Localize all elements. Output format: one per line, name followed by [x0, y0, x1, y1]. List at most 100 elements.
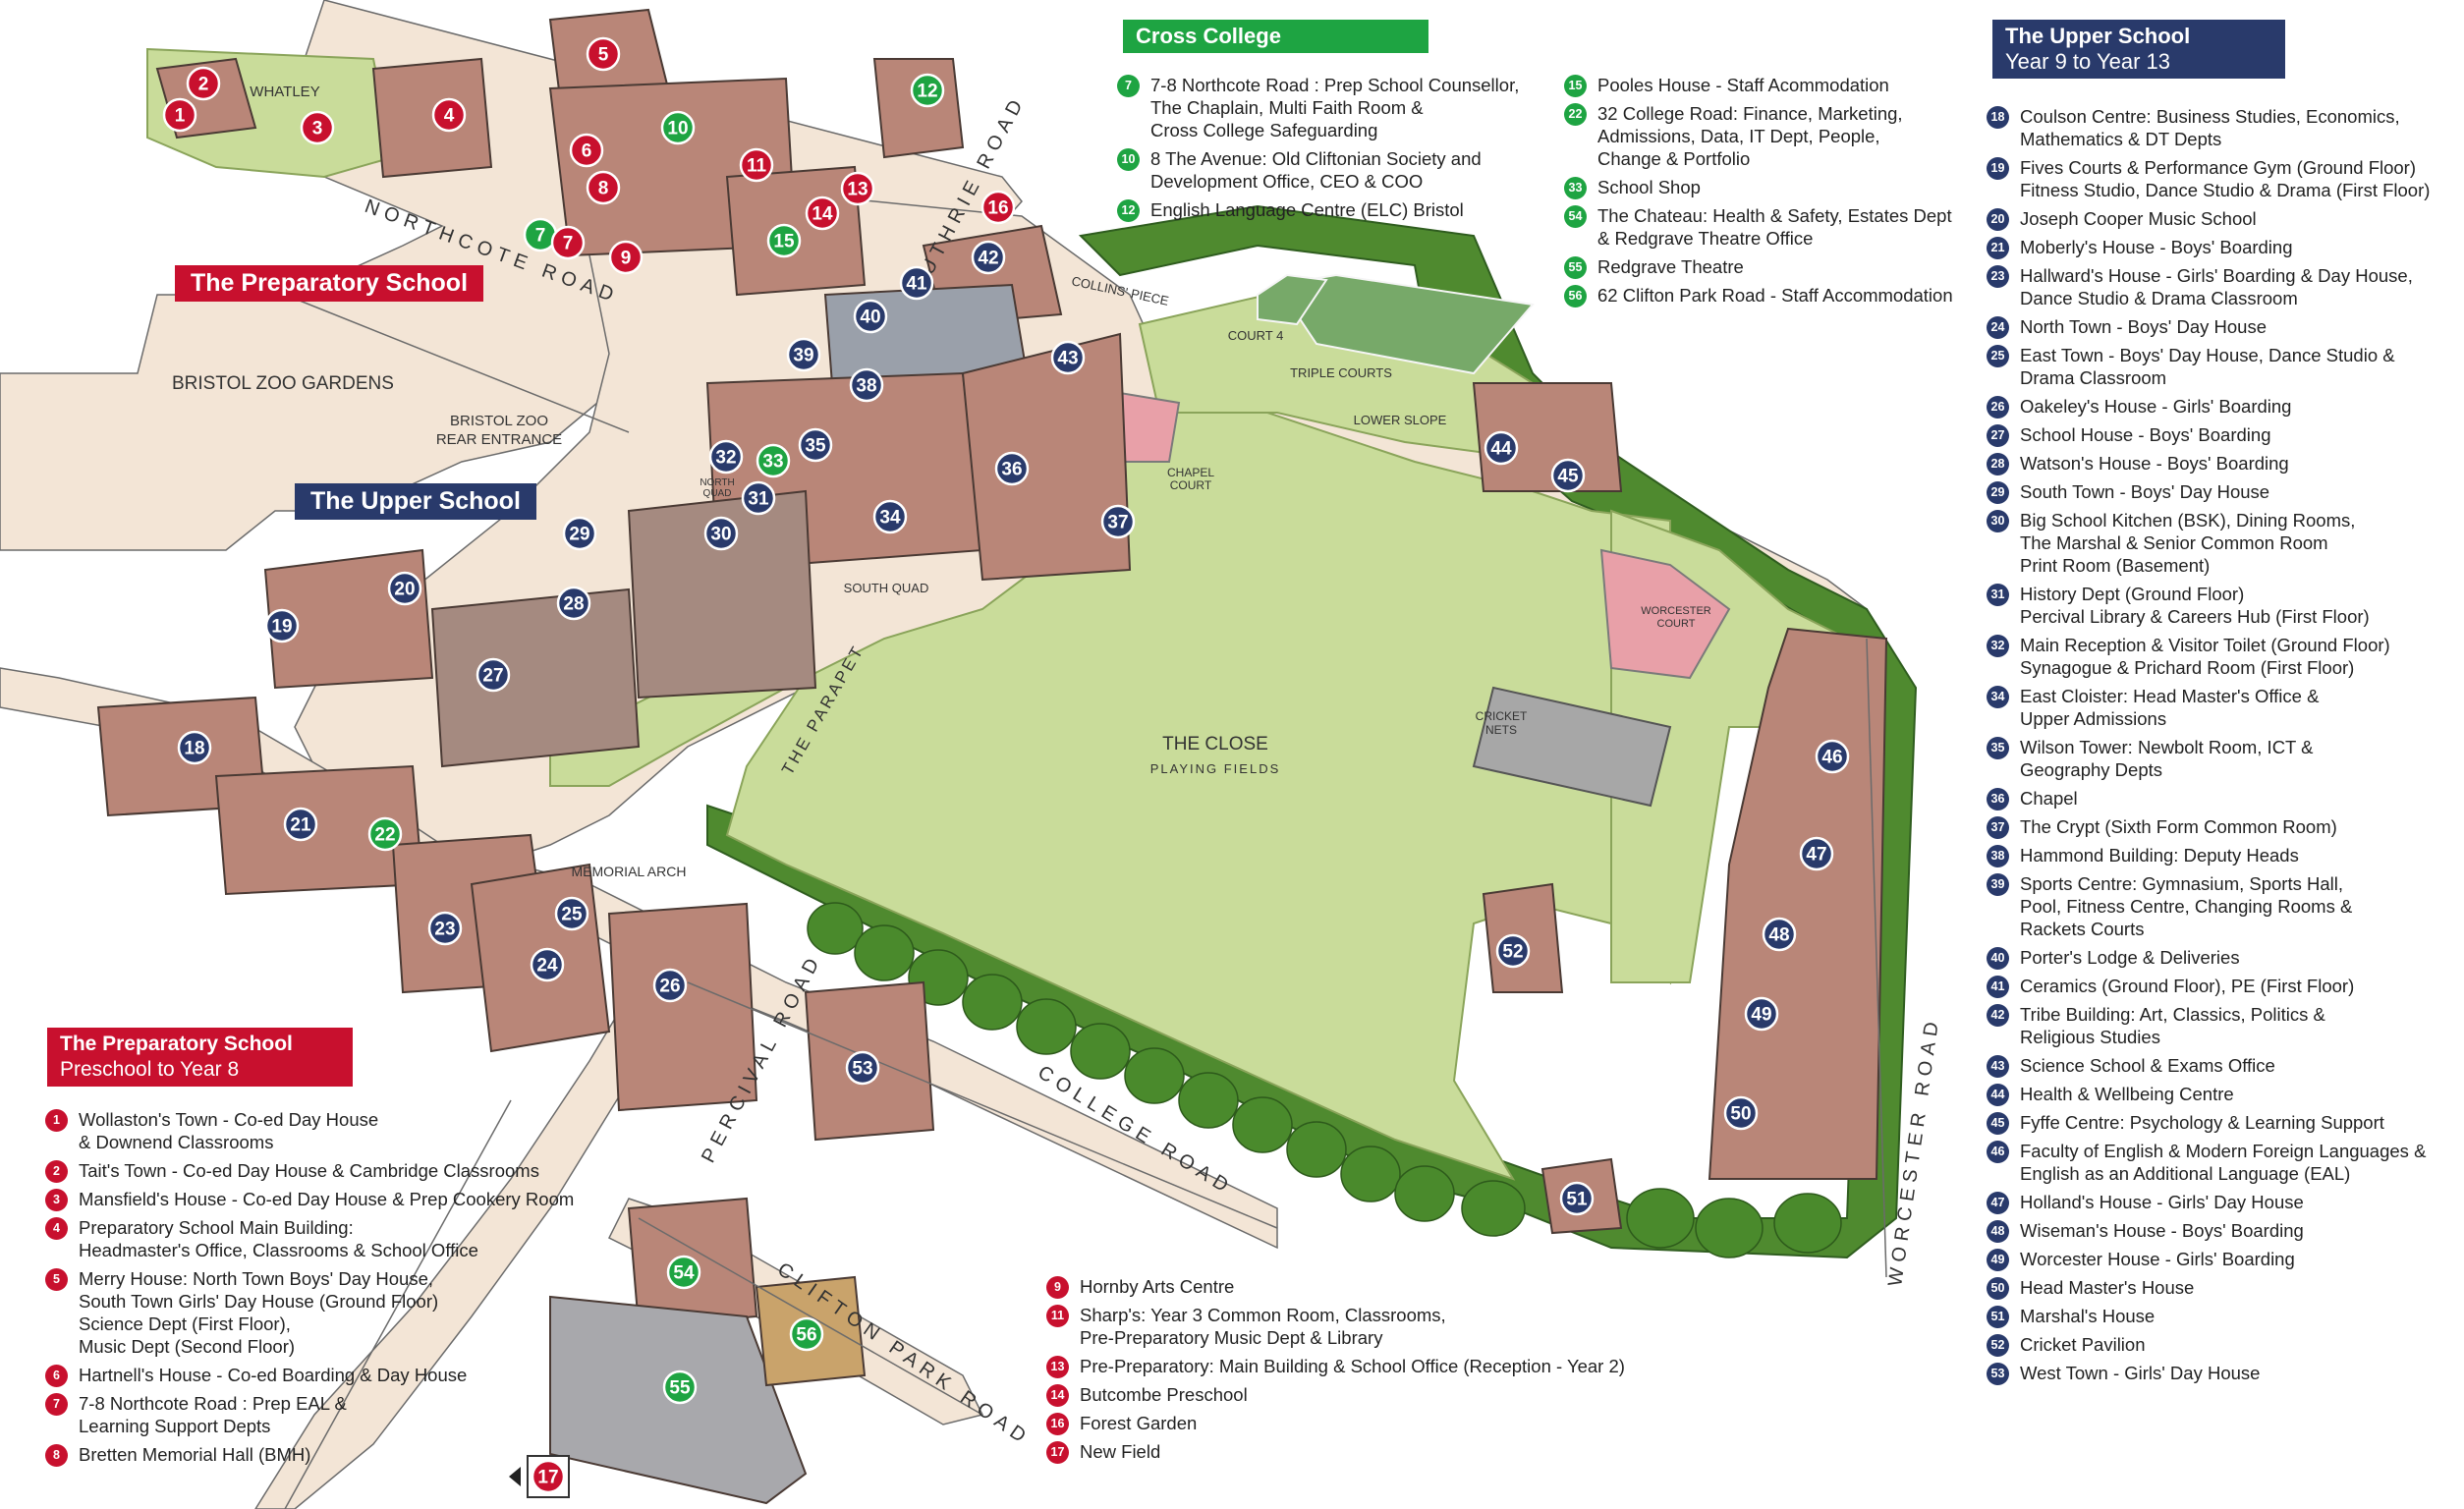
map-marker-40[interactable]: 40 — [853, 299, 888, 334]
map-marker-25[interactable]: 25 — [554, 896, 589, 931]
legend-number-badge: 5 — [45, 1268, 68, 1291]
map-marker-14[interactable]: 14 — [805, 196, 840, 231]
legend-text: Preparatory School Main Building: — [79, 1217, 354, 1238]
map-marker-35[interactable]: 35 — [798, 427, 833, 463]
map-marker-26[interactable]: 26 — [652, 968, 688, 1003]
marker-number: 50 — [1730, 1104, 1751, 1125]
map-marker-4[interactable]: 4 — [431, 97, 467, 133]
map-marker-31[interactable]: 31 — [741, 480, 776, 516]
map-marker-19[interactable]: 19 — [264, 608, 300, 643]
map-marker-8[interactable]: 8 — [586, 170, 621, 205]
legend-number-badge: 30 — [1987, 510, 2009, 532]
map-marker-23[interactable]: 23 — [427, 911, 463, 946]
marker-circle — [739, 147, 774, 183]
map-marker-33[interactable]: 33 — [756, 443, 791, 478]
map-marker-43[interactable]: 43 — [1050, 340, 1086, 375]
legend-text: Science School & Exams Office — [2020, 1055, 2275, 1076]
label-court-4: COURT 4 — [1228, 328, 1284, 343]
map-marker-38[interactable]: 38 — [849, 367, 884, 403]
legend-number-badge: 23 — [1987, 265, 2009, 288]
map-marker-17[interactable]: 17 — [531, 1459, 566, 1494]
marker-circle — [789, 1316, 824, 1352]
marker-circle — [1050, 340, 1086, 375]
map-marker-46[interactable]: 46 — [1815, 739, 1850, 774]
map-marker-54[interactable]: 54 — [666, 1255, 701, 1290]
marker-number: 39 — [793, 346, 813, 366]
legend-text: Change & Portfolio — [1597, 148, 1751, 169]
map-marker-3[interactable]: 3 — [300, 110, 335, 145]
map-marker-49[interactable]: 49 — [1744, 996, 1779, 1032]
map-marker-42[interactable]: 42 — [971, 240, 1006, 275]
prep-school-top-header: The Preparatory School — [175, 265, 484, 302]
map-marker-27[interactable]: 27 — [476, 657, 511, 693]
marker-circle — [562, 516, 597, 551]
cross-college-title: Cross College — [1136, 24, 1281, 48]
map-marker-12[interactable]: 12 — [910, 73, 945, 108]
legend-text: Head Master's House — [2020, 1277, 2195, 1298]
legend-number-badge: 24 — [1987, 316, 2009, 339]
marker-number: 30 — [710, 525, 731, 545]
label-chapel-court-1: CHAPEL — [1167, 466, 1214, 479]
map-marker-53[interactable]: 53 — [845, 1050, 880, 1086]
map-marker-44[interactable]: 44 — [1484, 430, 1519, 466]
map-marker-28[interactable]: 28 — [556, 586, 591, 621]
map-marker-7[interactable]: 7 — [550, 225, 586, 260]
marker-number: 48 — [1768, 925, 1789, 946]
map-marker-52[interactable]: 52 — [1495, 933, 1531, 969]
map-marker-55[interactable]: 55 — [662, 1369, 698, 1405]
map-marker-45[interactable]: 45 — [1550, 458, 1586, 493]
map-marker-1[interactable]: 1 — [162, 97, 197, 133]
map-marker-56[interactable]: 56 — [789, 1316, 824, 1352]
map-marker-11[interactable]: 11 — [739, 147, 774, 183]
map-marker-24[interactable]: 24 — [530, 947, 565, 982]
marker-number: 51 — [1566, 1190, 1588, 1210]
map-marker-15[interactable]: 15 — [766, 223, 802, 258]
legend-text: Wiseman's House - Boys' Boarding — [2020, 1220, 2304, 1241]
buildings — [96, 8, 1888, 1505]
map-marker-29[interactable]: 29 — [562, 516, 597, 551]
map-marker-51[interactable]: 51 — [1559, 1181, 1595, 1216]
legend-number-badge: 36 — [1987, 788, 2009, 810]
map-marker-39[interactable]: 39 — [786, 337, 821, 372]
legend-text: Rackets Courts — [2020, 919, 2145, 939]
map-marker-20[interactable]: 20 — [387, 571, 422, 606]
marker-circle — [367, 816, 403, 852]
map-marker-37[interactable]: 37 — [1100, 504, 1136, 539]
legend-number-badge: 45 — [1987, 1112, 2009, 1135]
marker-number: 49 — [1751, 1005, 1771, 1026]
marker-circle — [177, 730, 212, 765]
map-marker-13[interactable]: 13 — [840, 171, 875, 206]
legend-number-badge: 33 — [1564, 177, 1587, 199]
map-marker-41[interactable]: 41 — [899, 265, 934, 301]
map-marker-5[interactable]: 5 — [586, 36, 621, 72]
map-marker-10[interactable]: 10 — [660, 110, 696, 145]
map-marker-36[interactable]: 36 — [994, 451, 1030, 486]
map-marker-32[interactable]: 32 — [708, 439, 744, 475]
map-marker-47[interactable]: 47 — [1799, 836, 1834, 871]
map-marker-34[interactable]: 34 — [872, 499, 908, 534]
map-marker-30[interactable]: 30 — [703, 516, 739, 551]
map-marker-22[interactable]: 22 — [367, 816, 403, 852]
map-marker-9[interactable]: 9 — [608, 240, 644, 275]
map-marker-16[interactable]: 16 — [980, 190, 1016, 225]
map-marker-50[interactable]: 50 — [1723, 1095, 1759, 1131]
map-marker-6[interactable]: 6 — [569, 133, 604, 168]
marker-number: 2 — [198, 75, 209, 95]
legend-text: Watson's House - Boys' Boarding — [2020, 453, 2289, 474]
map-marker-48[interactable]: 48 — [1762, 917, 1797, 952]
map-marker-21[interactable]: 21 — [283, 807, 318, 842]
map-marker-18[interactable]: 18 — [177, 730, 212, 765]
legend-text: Tribe Building: Art, Classics, Politics … — [2020, 1004, 2325, 1025]
marker-number: 38 — [856, 376, 876, 397]
legend-text: Fives Courts & Performance Gym (Ground F… — [2020, 157, 2416, 178]
legend-text: History Dept (Ground Floor) — [2020, 584, 2245, 604]
legend-text: Coulson Centre: Business Studies, Econom… — [2020, 106, 2400, 127]
map-marker-2[interactable]: 2 — [186, 66, 221, 101]
